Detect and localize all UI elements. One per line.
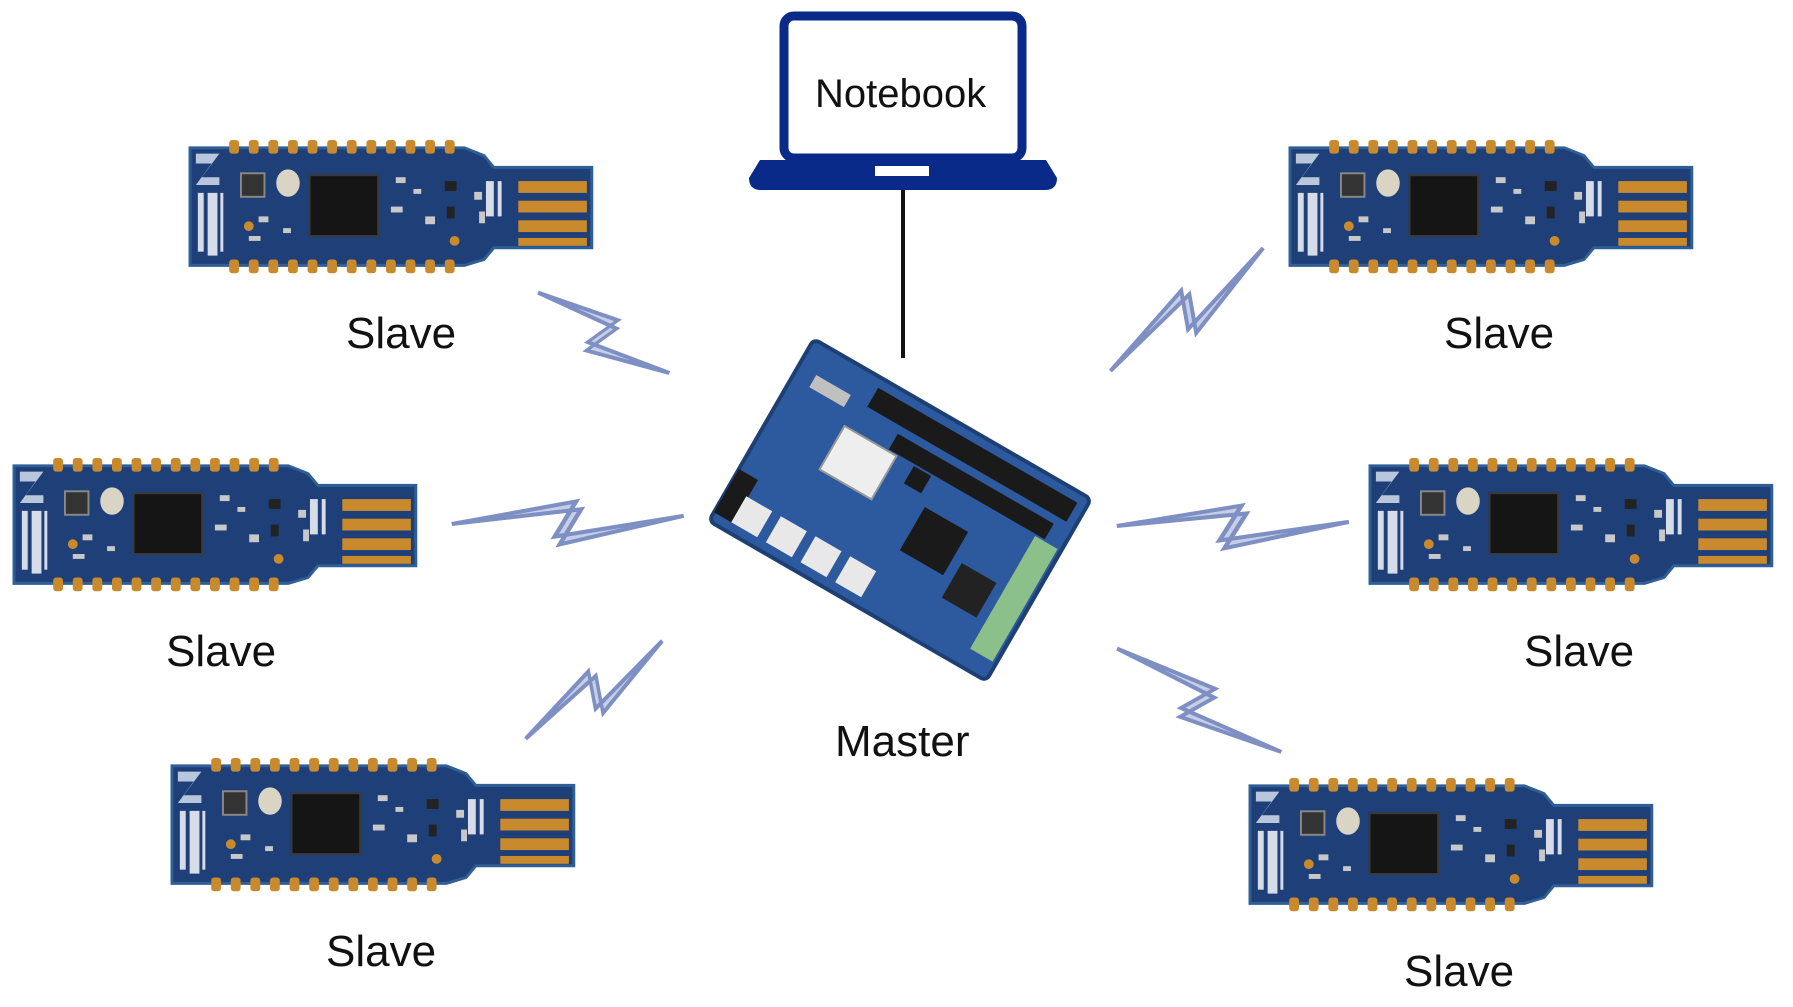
slave-dongle-mid-right [1368, 456, 1774, 593]
notebook-label: Notebook [815, 72, 987, 116]
slave-label-mid-right: Slave [1524, 627, 1635, 676]
wireless-link-bottom-right [1101, 632, 1294, 773]
wireless-link-top-left [523, 276, 682, 394]
slave-dongle-mid-left [12, 456, 418, 593]
slave-dongle-bottom-left [170, 756, 576, 893]
slave-label-top-left: Slave [346, 309, 457, 358]
wireless-link-mid-left [451, 496, 685, 550]
slave-label-top-right: Slave [1444, 309, 1555, 358]
wireless-link-top-right [1098, 230, 1280, 393]
notebook-icon [749, 11, 1057, 190]
master-label: Master [835, 717, 970, 766]
slave-dongle-top-right [1288, 138, 1694, 275]
slave-dongle-bottom-right [1248, 776, 1654, 913]
slave-label-mid-left: Slave [166, 627, 277, 676]
slave-label-bottom-right: Slave [1404, 947, 1515, 996]
master-board [709, 339, 1091, 681]
wireless-link-bottom-left [514, 623, 678, 762]
slave-label-bottom-left: Slave [326, 927, 437, 976]
wireless-link-mid-right [1116, 502, 1349, 552]
slave-dongle-top-left [188, 138, 594, 275]
